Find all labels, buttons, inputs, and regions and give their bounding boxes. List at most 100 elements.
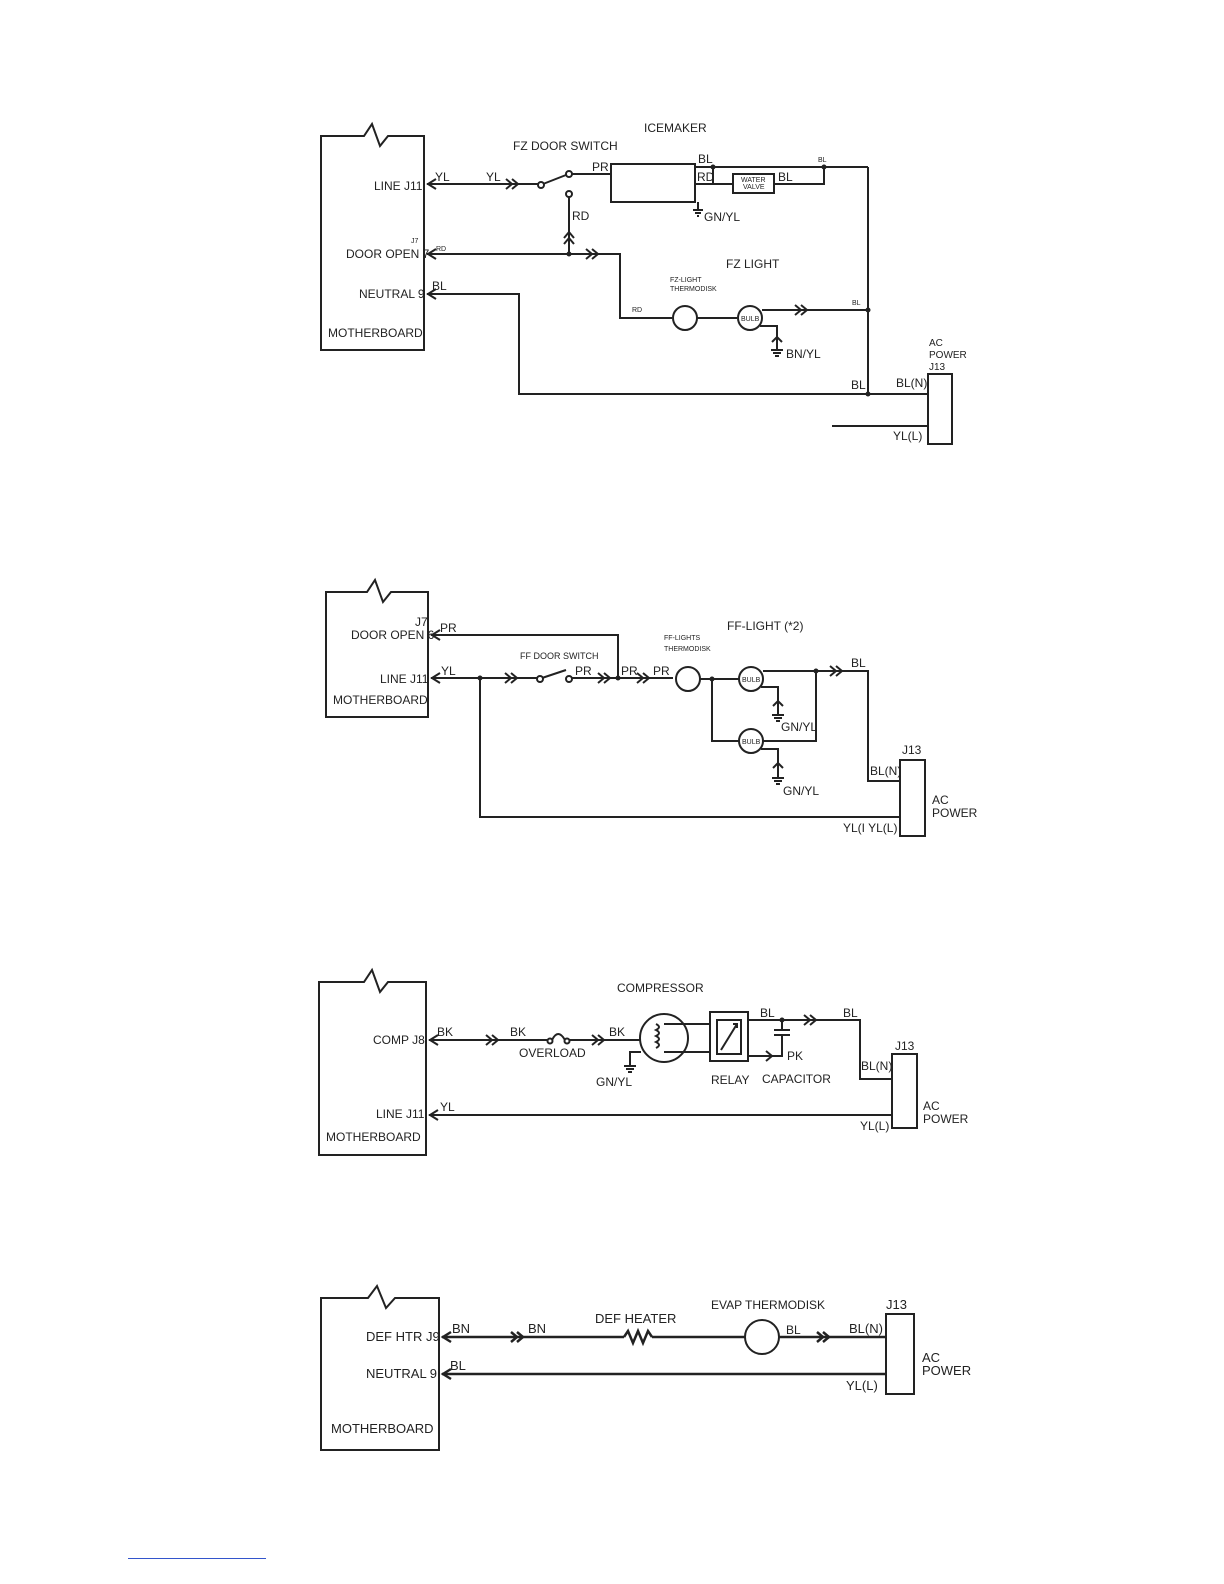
- water-valve-label: VALVE: [743, 184, 765, 191]
- ac-power-label: AC: [922, 1350, 940, 1365]
- wire-label-bn: BN: [452, 1321, 470, 1336]
- thermodisk-label: THERMODISK: [664, 646, 711, 653]
- bulb2-feed-wire: [711, 679, 739, 742]
- heater-resistor-icon: [622, 1327, 654, 1347]
- ac-power-label: POWER: [922, 1363, 971, 1378]
- wire-label-pr: PR: [440, 621, 457, 635]
- connector-chevrons: [597, 672, 612, 684]
- junction-dot: [615, 675, 621, 681]
- arrow-in: [428, 1109, 439, 1121]
- door-open-6-label: DOOR OPEN 6: [351, 628, 435, 642]
- ac-power-connector: [927, 373, 953, 445]
- icemaker-box: [610, 163, 696, 203]
- wire-label-yl-l: YL(I YL(L): [843, 821, 897, 835]
- diagram-defrost: MOTHERBOARD DEF HTR J9 NEUTRAL 9 BN BN D…: [320, 1283, 971, 1451]
- thermodisk-label: FF-LIGHTS: [664, 635, 700, 642]
- ac-power-label: AC: [923, 1099, 940, 1113]
- wire-label-bn: BN: [528, 1321, 546, 1336]
- wire-label-yl-l: YL(L): [846, 1378, 878, 1393]
- relay-leads: [690, 1023, 710, 1053]
- j7-label: J7: [411, 238, 419, 245]
- icemaker-label: ICEMAKER: [644, 121, 707, 135]
- wire-label-rd: RD: [697, 170, 715, 184]
- wire-label-bl-n: BL(N): [861, 1059, 892, 1073]
- arrow-in: [426, 248, 437, 260]
- switch-blade: [541, 669, 567, 679]
- connector-chevron-vertical: [772, 761, 784, 769]
- wire-label-bl: BL: [760, 1006, 775, 1020]
- valve-bl-wire: [774, 167, 825, 185]
- wire-label-gn-yl: GN/YL: [704, 210, 740, 224]
- j13-label: J13: [895, 1039, 915, 1053]
- connector-chevrons: [505, 178, 520, 190]
- connector-chevron: [765, 1050, 774, 1062]
- wire-label-pk: PK: [787, 1049, 803, 1063]
- motherboard-box: [320, 1283, 440, 1451]
- water-valve-label: WATER: [741, 177, 766, 184]
- wire-label-bl-n: BL(N): [870, 764, 901, 778]
- yl-return-wire: [479, 678, 900, 818]
- wire-label-pr: PR: [575, 664, 592, 678]
- wire-label-bl: BL: [818, 157, 827, 164]
- ac-power-label: POWER: [923, 1112, 969, 1126]
- motherboard-label: MOTHERBOARD: [333, 693, 428, 707]
- wire-label-bl: BL: [450, 1358, 466, 1373]
- j13-label: J13: [929, 362, 946, 373]
- connector-chevrons: [829, 665, 844, 677]
- switch-contact: [537, 181, 545, 189]
- wire-label-bl: BL: [432, 279, 447, 293]
- ground-icon: [693, 202, 703, 217]
- compressor-label: COMPRESSOR: [617, 981, 704, 995]
- j7-label: J7: [415, 615, 428, 629]
- junction-dot: [865, 307, 871, 313]
- wire-label-bk: BK: [510, 1025, 526, 1039]
- line-j11-label: LINE J11: [380, 672, 429, 686]
- comp-j8-label: COMP J8: [373, 1033, 425, 1047]
- ff-light-label: FF-LIGHT (*2): [727, 619, 803, 633]
- wire-label-bl: BL: [851, 656, 866, 670]
- thermodisk-icon: [672, 305, 698, 331]
- wire-label-yl: YL: [441, 664, 456, 678]
- relay-ptc-icon: [720, 1023, 738, 1051]
- wire-label-yl: YL: [440, 1100, 455, 1114]
- diagram-compressor: MOTHERBOARD COMP J8 LINE J11 BK BK OVERL…: [318, 967, 969, 1156]
- connector-chevrons: [591, 1034, 606, 1046]
- wire-label-gn-yl: GN/YL: [596, 1075, 632, 1089]
- overload-icon: [551, 1033, 566, 1041]
- door-open-7-label: DOOR OPEN 7: [346, 247, 430, 261]
- wire-label-bl: BL: [786, 1323, 801, 1337]
- evap-thermodisk-label: EVAP THERMODISK: [711, 1298, 825, 1312]
- wire-label-bl: BL: [851, 378, 866, 392]
- switch-contact: [565, 170, 573, 178]
- capacitor-label: CAPACITOR: [762, 1072, 831, 1086]
- line-j11-label: LINE J11: [374, 179, 423, 193]
- wire-label-pr: PR: [653, 664, 670, 678]
- arrow-in: [426, 178, 437, 190]
- fz-door-switch-label: FZ DOOR SWITCH: [513, 139, 618, 153]
- footer-rule: [128, 1558, 266, 1559]
- arrow-in: [426, 288, 437, 300]
- wire-label-yl-l: YL(L): [860, 1119, 889, 1133]
- connector-chevrons: [510, 1331, 525, 1343]
- wire-label-yl: YL: [435, 170, 450, 184]
- junction-dot: [566, 251, 572, 257]
- def-htr-j9-label: DEF HTR J9: [366, 1329, 440, 1344]
- switch-contact: [536, 675, 544, 683]
- switch-blade: [542, 174, 567, 185]
- motherboard-label: MOTHERBOARD: [328, 326, 423, 340]
- line-j11-label: LINE J11: [376, 1107, 425, 1121]
- connector-chevron-vertical: [772, 699, 784, 707]
- ac-power-label: POWER: [932, 806, 978, 820]
- wire-label-yl-l: YL(L): [893, 429, 922, 443]
- switch-contact: [565, 190, 573, 198]
- junction-dot: [821, 164, 827, 170]
- fz-light-label: FZ LIGHT: [726, 257, 780, 271]
- overload-contact: [546, 1037, 554, 1045]
- wire-label-bl-n: BL(N): [849, 1321, 883, 1336]
- relay-bl-wire: [748, 1019, 892, 1080]
- arrow-in: [428, 1034, 439, 1046]
- wire-label-gn-yl: GN/YL: [781, 720, 817, 734]
- motherboard-label: MOTHERBOARD: [331, 1421, 434, 1436]
- wire-label-bn-yl: BN/YL: [786, 347, 821, 361]
